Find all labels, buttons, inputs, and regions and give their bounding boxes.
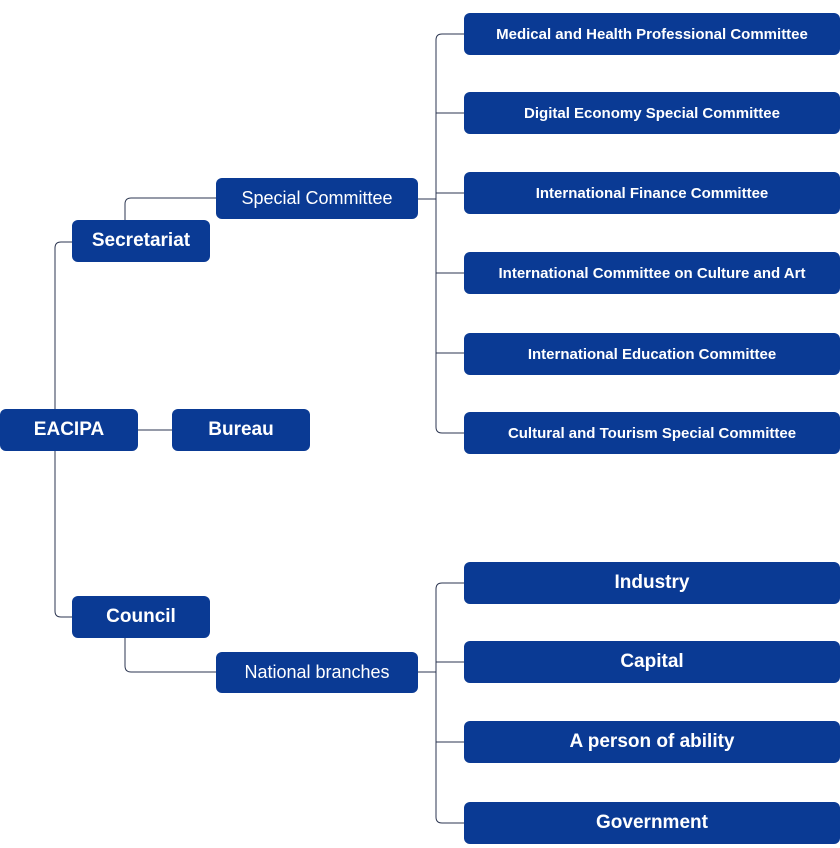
bureau-node: Bureau xyxy=(172,409,310,451)
branch-node-person-of-ability: A person of ability xyxy=(464,721,840,763)
secretariat-node: Secretariat xyxy=(72,220,210,262)
eacipa-node: EACIPA xyxy=(0,409,138,451)
committee-node-medical-health: Medical and Health Professional Committe… xyxy=(464,13,840,55)
connector-committees-bracket xyxy=(435,33,464,434)
branch-node-government: Government xyxy=(464,802,840,844)
national-branches-node: National branches xyxy=(216,652,418,693)
connector-council-to-national-branches xyxy=(124,638,216,673)
connector-root-to-council xyxy=(54,451,72,618)
committee-node-digital-economy: Digital Economy Special Committee xyxy=(464,92,840,134)
committee-node-culture-art: International Committee on Culture and A… xyxy=(464,252,840,294)
special-committee-node: Special Committee xyxy=(216,178,418,219)
connector-secretariat-to-special-committee xyxy=(124,197,216,220)
branch-node-capital: Capital xyxy=(464,641,840,683)
connector-root-to-secretariat xyxy=(54,241,72,409)
council-node: Council xyxy=(72,596,210,638)
committee-node-international-education: International Education Committee xyxy=(464,333,840,375)
branch-node-industry: Industry xyxy=(464,562,840,604)
committee-node-culture-tourism: Cultural and Tourism Special Committee xyxy=(464,412,840,454)
committee-node-international-finance: International Finance Committee xyxy=(464,172,840,214)
connector-branches-bracket xyxy=(435,582,464,824)
